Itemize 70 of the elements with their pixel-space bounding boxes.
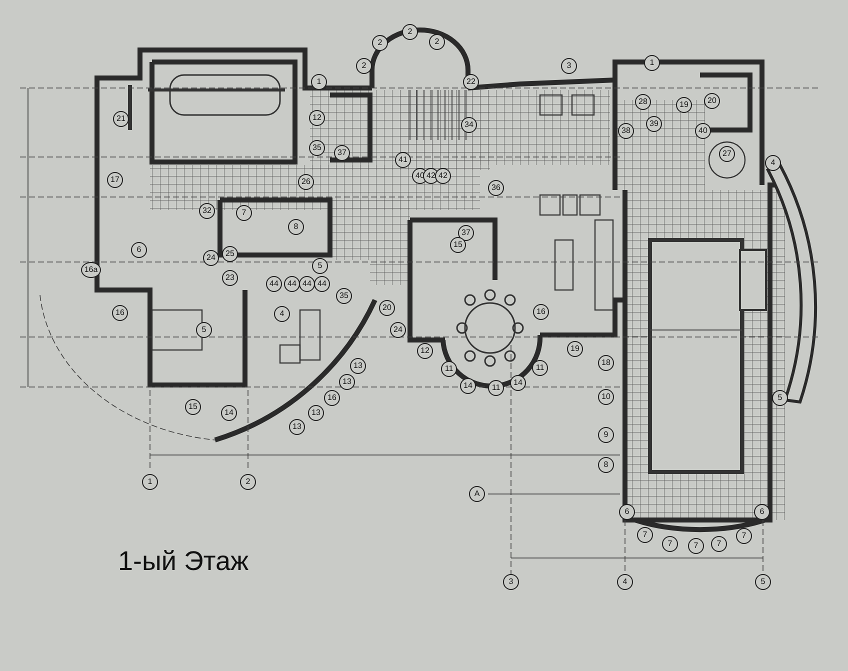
callout-number: 9 bbox=[598, 427, 614, 443]
callout-number: 3 bbox=[561, 58, 577, 74]
callout-number: 44 bbox=[314, 276, 330, 292]
callout-number: 25 bbox=[222, 246, 238, 262]
callout-number: 11 bbox=[488, 380, 504, 396]
callout-number: А bbox=[469, 486, 485, 502]
callout-number: 4 bbox=[765, 155, 781, 171]
callout-number: 36 bbox=[488, 180, 504, 196]
callout-number: 2 bbox=[372, 35, 388, 51]
callout-number: 35 bbox=[336, 288, 352, 304]
callout-number: 5 bbox=[755, 574, 771, 590]
callout-number: 2 bbox=[240, 474, 256, 490]
callout-number: 20 bbox=[379, 300, 395, 316]
callout-number: 27 bbox=[719, 146, 735, 162]
callout-number: 6 bbox=[131, 242, 147, 258]
callout-number: 4 bbox=[274, 306, 290, 322]
callout-number: 40 bbox=[695, 123, 711, 139]
callout-number: 2 bbox=[402, 24, 418, 40]
callout-number: 14 bbox=[460, 378, 476, 394]
callout-number: 44 bbox=[266, 276, 282, 292]
callout-number: 18 bbox=[598, 355, 614, 371]
callout-number: 6 bbox=[619, 504, 635, 520]
callout-number: 23 bbox=[222, 270, 238, 286]
callout-number: 16a bbox=[81, 262, 101, 278]
callout-number: 7 bbox=[236, 205, 252, 221]
callout-number: 22 bbox=[463, 74, 479, 90]
callout-number: 37 bbox=[458, 225, 474, 241]
callout-number: 2 bbox=[429, 34, 445, 50]
callout-number: 11 bbox=[532, 360, 548, 376]
callout-number: 8 bbox=[598, 457, 614, 473]
callout-number: 16 bbox=[533, 304, 549, 320]
callout-number: 16 bbox=[324, 390, 340, 406]
callout-number: 14 bbox=[221, 405, 237, 421]
callout-number: 17 bbox=[107, 172, 123, 188]
callout-number: 24 bbox=[203, 250, 219, 266]
callout-number: 32 bbox=[199, 203, 215, 219]
callout-number: 28 bbox=[635, 94, 651, 110]
callout-number: 44 bbox=[284, 276, 300, 292]
callout-number: 12 bbox=[417, 343, 433, 359]
callout-number: 7 bbox=[662, 536, 678, 552]
floor-title: 1-ый Этаж bbox=[118, 546, 249, 577]
callout-number: 13 bbox=[289, 419, 305, 435]
callout-number: 13 bbox=[350, 358, 366, 374]
callout-number: 8 bbox=[288, 219, 304, 235]
callout-number: 7 bbox=[688, 538, 704, 554]
callout-number: 44 bbox=[299, 276, 315, 292]
callout-number: 1 bbox=[311, 74, 327, 90]
callout-number: 13 bbox=[308, 405, 324, 421]
callout-number: 7 bbox=[736, 528, 752, 544]
callout-number: 14 bbox=[510, 375, 526, 391]
callout-number: 5 bbox=[312, 258, 328, 274]
callout-number: 10 bbox=[598, 389, 614, 405]
callout-number: 4 bbox=[617, 574, 633, 590]
callout-number: 16 bbox=[112, 305, 128, 321]
callout-number: 15 bbox=[450, 237, 466, 253]
callout-number: 1 bbox=[644, 55, 660, 71]
callout-number: 19 bbox=[567, 341, 583, 357]
callout-number: 13 bbox=[339, 374, 355, 390]
callout-number: 24 bbox=[390, 322, 406, 338]
callout-number: 21 bbox=[113, 111, 129, 127]
callout-number: 2 bbox=[356, 58, 372, 74]
callout-number: 7 bbox=[637, 527, 653, 543]
callout-number: 5 bbox=[196, 322, 212, 338]
callout-number: 11 bbox=[441, 361, 457, 377]
callout-number: 19 bbox=[676, 97, 692, 113]
callout-number: 1 bbox=[142, 474, 158, 490]
callout-number: 15 bbox=[185, 399, 201, 415]
callout-number: 3 bbox=[503, 574, 519, 590]
callout-number: 20 bbox=[704, 93, 720, 109]
callout-number: 7 bbox=[711, 536, 727, 552]
